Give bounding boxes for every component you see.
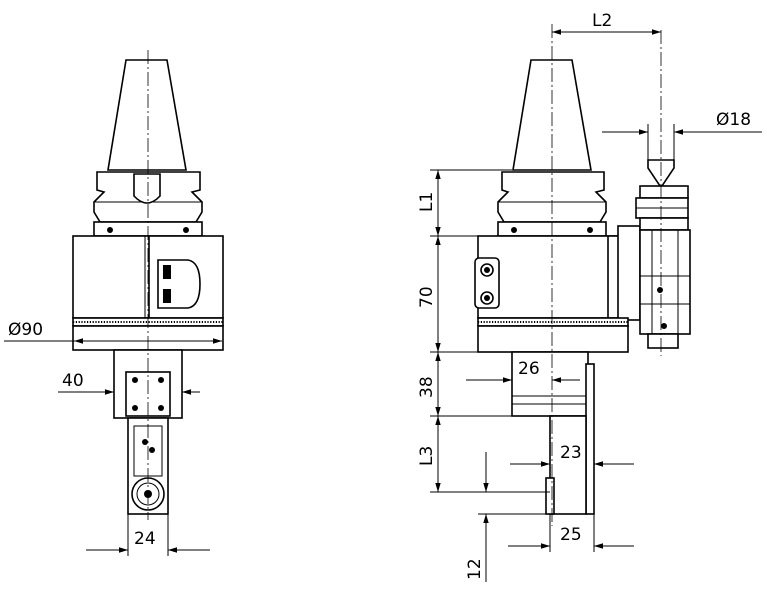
dim-width-24-label: 24 bbox=[134, 529, 156, 549]
side-spindle bbox=[511, 351, 589, 417]
dim-width-25-label: 25 bbox=[560, 525, 582, 545]
dim-width-26-label: 26 bbox=[518, 359, 540, 379]
dim-height-70-label: 70 bbox=[417, 286, 437, 308]
dim-height-38-label: 38 bbox=[417, 376, 437, 398]
dim-width-23: 23 bbox=[510, 443, 634, 467]
dim-width-23-label: 23 bbox=[560, 443, 582, 463]
side-stop-arm bbox=[617, 225, 641, 321]
dim-height-12: 12 bbox=[465, 452, 550, 582]
front-taper bbox=[107, 59, 187, 171]
side-guide-plate bbox=[585, 363, 595, 515]
dim-length-l2-label: L2 bbox=[592, 11, 612, 31]
dim-vertical-chain: L1 70 38 L3 bbox=[417, 169, 550, 493]
dim-width-40-label: 40 bbox=[62, 371, 84, 391]
dim-diameter-90-label: Ø90 bbox=[8, 320, 43, 340]
side-tool-holder bbox=[549, 415, 587, 515]
dim-diameter-18: Ø18 bbox=[602, 110, 762, 160]
dim-width-26: 26 bbox=[466, 359, 580, 383]
dim-diameter-90: Ø90 bbox=[4, 320, 222, 344]
side-view: L2 Ø18 L1 70 38 L3 bbox=[417, 11, 762, 582]
dim-width-24: 24 bbox=[86, 514, 210, 556]
side-lower-housing bbox=[477, 325, 629, 353]
dim-width-25: 25 bbox=[508, 514, 634, 552]
side-housing bbox=[477, 235, 629, 319]
dim-width-40: 40 bbox=[58, 371, 200, 395]
dim-diameter-18-label: Ø18 bbox=[716, 110, 751, 130]
dim-height-12-label: 12 bbox=[465, 558, 485, 580]
dim-length-l2: L2 bbox=[552, 11, 661, 35]
front-flange-notch bbox=[133, 173, 161, 204]
dim-length-l1-label: L1 bbox=[417, 192, 437, 212]
dim-length-l3-label: L3 bbox=[417, 446, 437, 466]
side-stop-unit bbox=[635, 30, 691, 356]
front-view: Ø90 40 24 bbox=[4, 50, 224, 556]
